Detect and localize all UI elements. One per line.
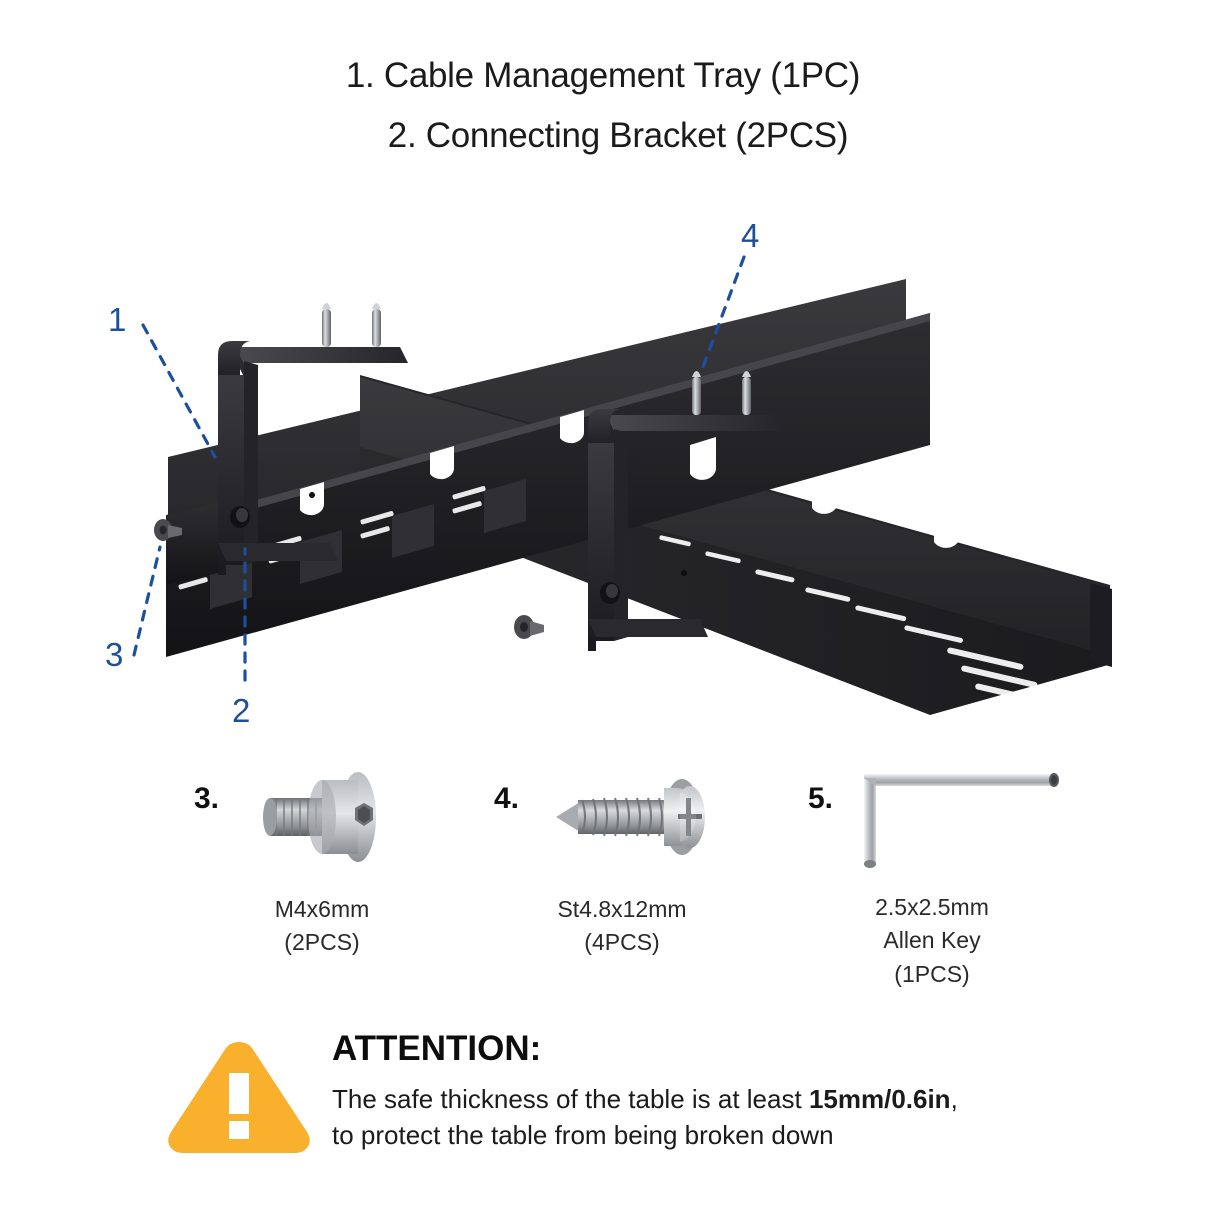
allen-key-icon (822, 766, 1092, 876)
hardware-parts-row: 3. (0, 770, 1214, 1000)
part-qty-3: (2PCS) (284, 929, 360, 956)
part-index-4: 4. (494, 782, 520, 815)
part-index-5: 5. (808, 782, 834, 815)
part-item-4: 4. (452, 770, 792, 960)
part-item-5: 5. (762, 770, 1102, 991)
warning-triangle-icon (163, 1036, 315, 1156)
callout-number-1: 1 (108, 301, 127, 338)
attention-text-group: ATTENTION: The safe thickness of the tab… (332, 1029, 1132, 1155)
part-index-3: 3. (194, 782, 220, 815)
tray-front-wall (166, 313, 930, 657)
part-name2-5: Allen Key (883, 927, 981, 954)
loose-bolt-center (514, 615, 544, 639)
part-caption-4: St4.8x12mm (4PCS) (452, 893, 792, 960)
tray-right-endcap (1090, 583, 1112, 667)
attention-block: ATTENTION: The safe thickness of the tab… (0, 1018, 1214, 1193)
connecting-bracket-left (166, 303, 408, 585)
loose-bolt-left (154, 519, 182, 541)
hex-socket-flat-head-bolt-icon (240, 770, 490, 875)
tray-floor-vents (659, 535, 1046, 705)
attention-heading: ATTENTION: (332, 1029, 542, 1068)
connecting-bracket-right (588, 371, 782, 651)
leader-line-3 (132, 545, 162, 657)
phillips-pan-head-screw-icon (540, 770, 790, 875)
leader-line-1 (141, 323, 217, 459)
attention-thickness-value: 15mm/0.6in (808, 1083, 951, 1114)
bracket-screws-left (322, 303, 381, 347)
callout-number-4: 4 (741, 217, 760, 254)
title-line-bracket: 2. Connecting Bracket (2PCS) (387, 116, 849, 155)
part-name-4: St4.8x12mm (557, 896, 687, 922)
part-name-3: M4x6mm (274, 896, 370, 922)
part-qty-4: (4PCS) (584, 929, 660, 956)
callout-number-2: 2 (232, 692, 251, 729)
callout-leader-lines (132, 255, 746, 682)
part-caption-3: M4x6mm (2PCS) (152, 893, 492, 960)
product-exploded-diagram (0, 195, 1214, 755)
attention-body-part1: The safe thickness of the table is at le… (332, 1083, 809, 1114)
bracket-screws-right (692, 371, 751, 415)
parts-title-block: 1. Cable Management Tray (1PC) 2. Connec… (0, 58, 1214, 153)
leader-line-4 (698, 255, 746, 377)
attention-body-line2: to protect the table from being broken d… (332, 1120, 834, 1151)
part-qty-5: (1PCS) (894, 960, 970, 987)
callout-number-3: 3 (105, 636, 124, 673)
attention-body: The safe thickness of the table is at le… (332, 1081, 1132, 1155)
part-caption-5: 2.5x2.5mm Allen Key (1PCS) (762, 891, 1102, 991)
attention-body-part2: , (950, 1083, 958, 1114)
tray-front-notches (300, 410, 585, 516)
part-name-5: 2.5x2.5mm (875, 894, 989, 920)
part-item-3: 3. (152, 770, 492, 960)
tray-right-notches (690, 437, 961, 548)
title-line-tray: 1. Cable Management Tray (1PC) (345, 56, 861, 95)
